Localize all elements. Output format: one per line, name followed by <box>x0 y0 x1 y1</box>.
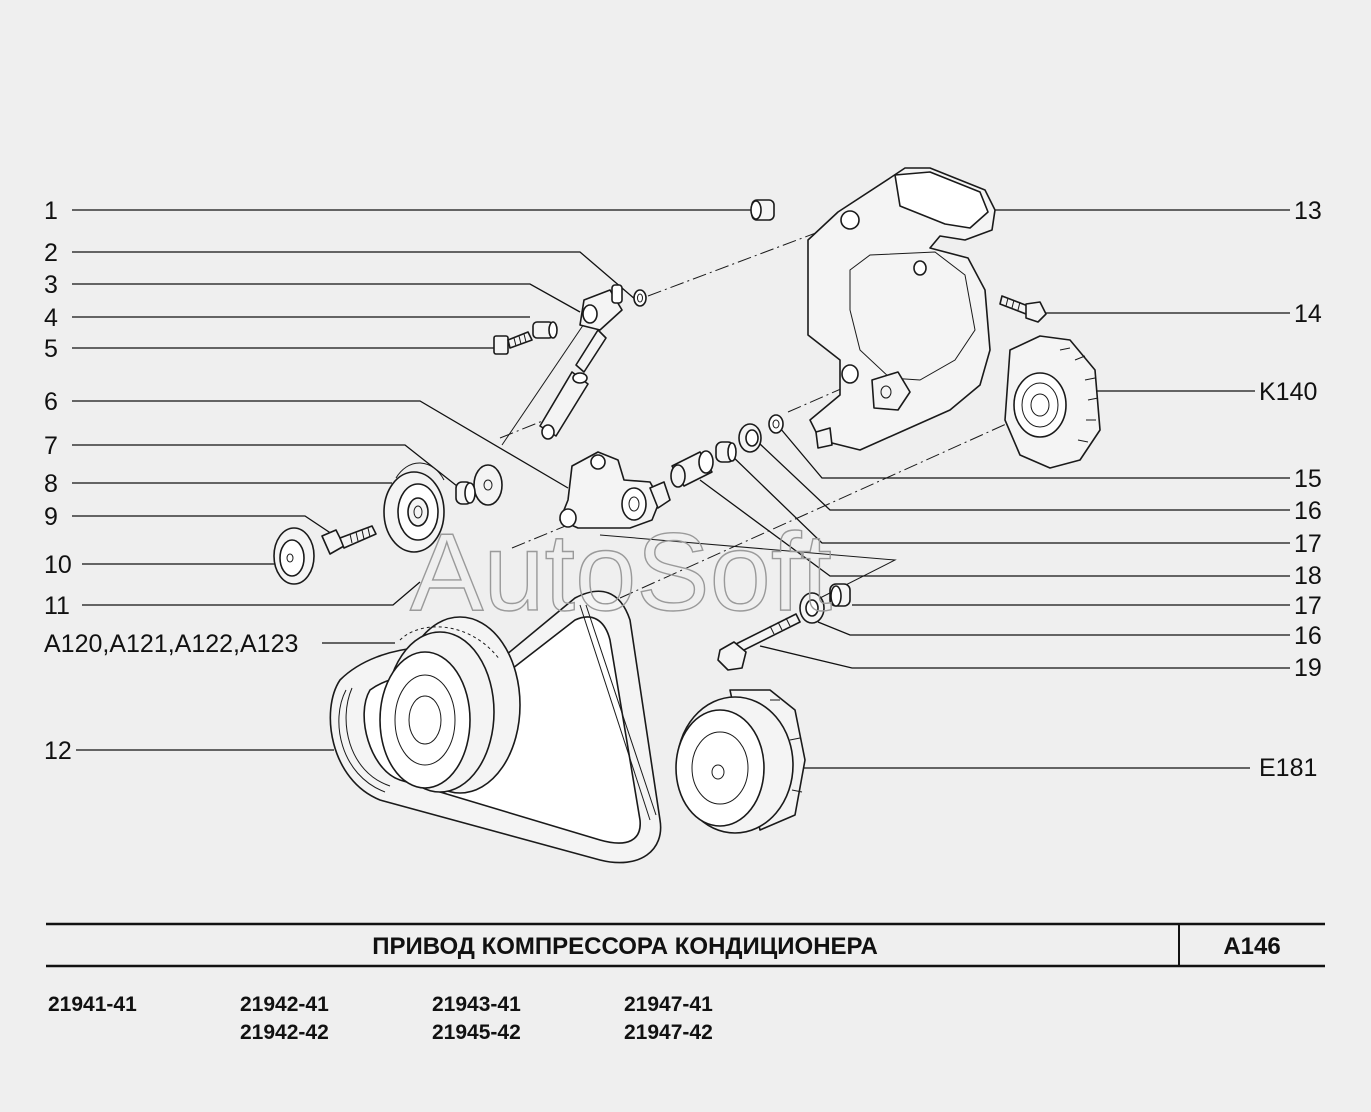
part-15-washer <box>768 414 784 434</box>
part-4-spacer <box>532 321 558 339</box>
label-18: 18 <box>1294 562 1322 590</box>
model-code: 21947-42 <box>624 1021 713 1044</box>
diagram-code: A146 <box>1223 933 1280 960</box>
part-2-washer <box>633 289 647 307</box>
part-16-seal-lower <box>799 592 825 624</box>
label-17-upper: 17 <box>1294 530 1322 558</box>
part-5-bolt <box>493 331 533 355</box>
model-list: 21941-41 21942-41 21942-42 21943-41 2194… <box>48 993 713 1044</box>
label-16-upper: 16 <box>1294 497 1322 525</box>
title-block: ПРИВОД КОМПРЕССОРА КОНДИЦИОНЕРА A146 <box>46 922 1325 968</box>
model-code: 21947-41 <box>624 993 713 1016</box>
part-13-compressor-bracket <box>807 167 996 451</box>
part-17-bush-upper <box>715 441 737 463</box>
label-a120-a123: A120,A121,A122,A123 <box>44 630 298 658</box>
watermark: AutoSoft <box>410 511 832 634</box>
model-code: 21945-42 <box>432 1021 521 1044</box>
label-5: 5 <box>44 335 58 363</box>
part-3-tensioner-rod <box>539 284 623 440</box>
model-code: 21942-42 <box>240 1021 329 1044</box>
label-17-lower: 17 <box>1294 592 1322 620</box>
part-k140-alternator <box>1004 335 1101 469</box>
label-8: 8 <box>44 470 58 498</box>
leader-lines-right <box>699 209 1290 769</box>
callout-labels-right: 13 14 K140 15 16 17 18 17 16 19 E181 <box>1259 197 1322 782</box>
part-7-washer <box>473 464 503 506</box>
label-4: 4 <box>44 304 58 332</box>
label-1: 1 <box>44 197 58 225</box>
part-e181-compressor-pulley <box>675 689 806 834</box>
model-code: 21943-41 <box>432 993 521 1016</box>
label-e181: E181 <box>1259 754 1317 782</box>
label-11: 11 <box>44 592 70 620</box>
label-12: 12 <box>44 737 72 765</box>
label-10: 10 <box>44 551 72 579</box>
label-7: 7 <box>44 432 58 460</box>
leader-lines-left <box>72 209 752 751</box>
part-8-idler-pulley <box>383 462 445 553</box>
callout-labels-left: 1 2 3 4 5 6 7 8 9 10 11 A120,A121,A122,A… <box>44 197 298 765</box>
diagram-title: ПРИВОД КОМПРЕССОРА КОНДИЦИОНЕРА <box>372 933 878 960</box>
label-15: 15 <box>1294 465 1322 493</box>
label-14: 14 <box>1294 300 1322 328</box>
part-19-long-bolt <box>717 613 801 671</box>
label-k140: K140 <box>1259 378 1317 406</box>
model-code: 21941-41 <box>48 993 137 1016</box>
part-16-seal-upper <box>738 423 762 453</box>
part-1-sleeve <box>750 199 775 221</box>
part-10-cap <box>273 527 315 585</box>
label-6: 6 <box>44 388 58 416</box>
part-9-bolt <box>321 525 377 555</box>
part-6-bracket <box>559 451 671 529</box>
part-18-spacer-tube <box>670 450 714 488</box>
label-13: 13 <box>1294 197 1322 225</box>
part-crankshaft-pulley <box>379 616 521 794</box>
model-code: 21942-41 <box>240 993 329 1016</box>
label-19: 19 <box>1294 654 1322 682</box>
part-14-bolt <box>999 295 1047 323</box>
part-bush <box>455 481 476 505</box>
part-17-bush-lower <box>829 583 851 607</box>
label-16-lower: 16 <box>1294 622 1322 650</box>
label-3: 3 <box>44 271 58 299</box>
label-9: 9 <box>44 503 58 531</box>
label-2: 2 <box>44 239 58 267</box>
